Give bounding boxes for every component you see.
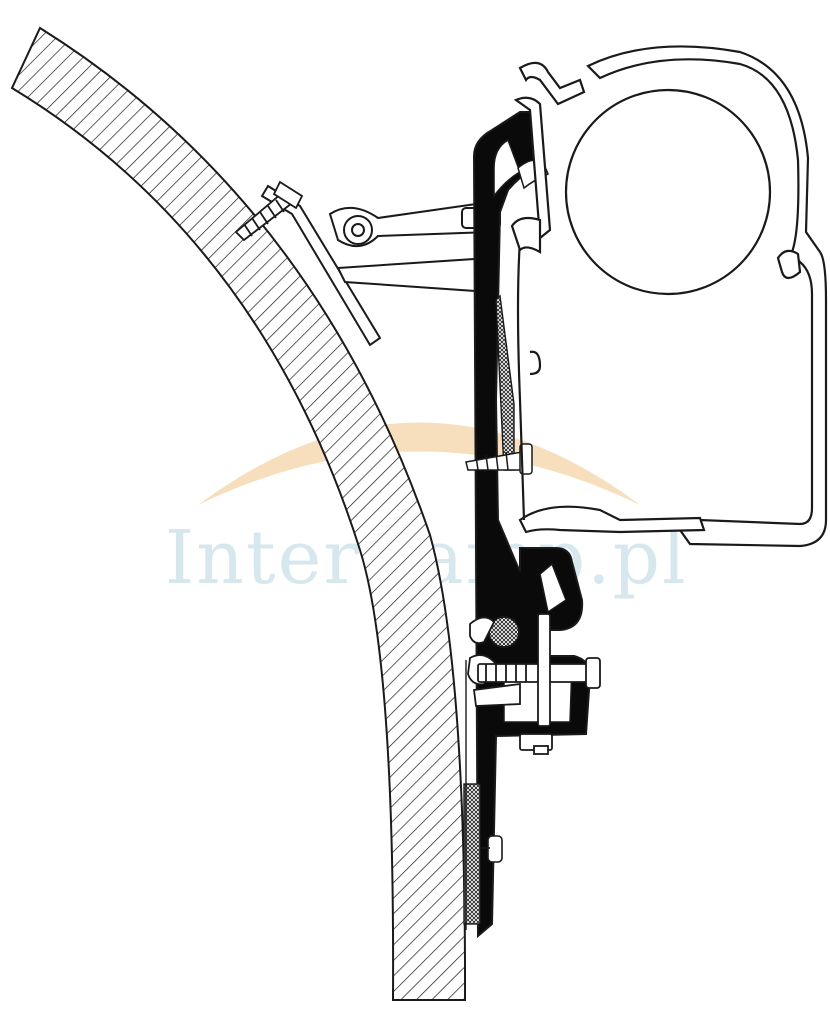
awning-cassette	[510, 45, 828, 548]
lower-screw	[480, 835, 503, 863]
awning-front-bar	[518, 505, 706, 534]
clamp-bolt	[477, 663, 591, 683]
cassette-housing	[586, 45, 828, 548]
awning-roller-tube	[564, 88, 772, 296]
upper-wall-bracket	[260, 184, 501, 347]
watermark-arc	[198, 422, 640, 505]
adapter-profile-upper	[472, 111, 592, 939]
lower-clamp	[467, 613, 601, 755]
vehicle-wall-section	[10, 26, 467, 1001]
adhesive-strip	[463, 783, 481, 925]
wood-screw	[234, 180, 304, 242]
clamp-nut	[585, 657, 601, 689]
